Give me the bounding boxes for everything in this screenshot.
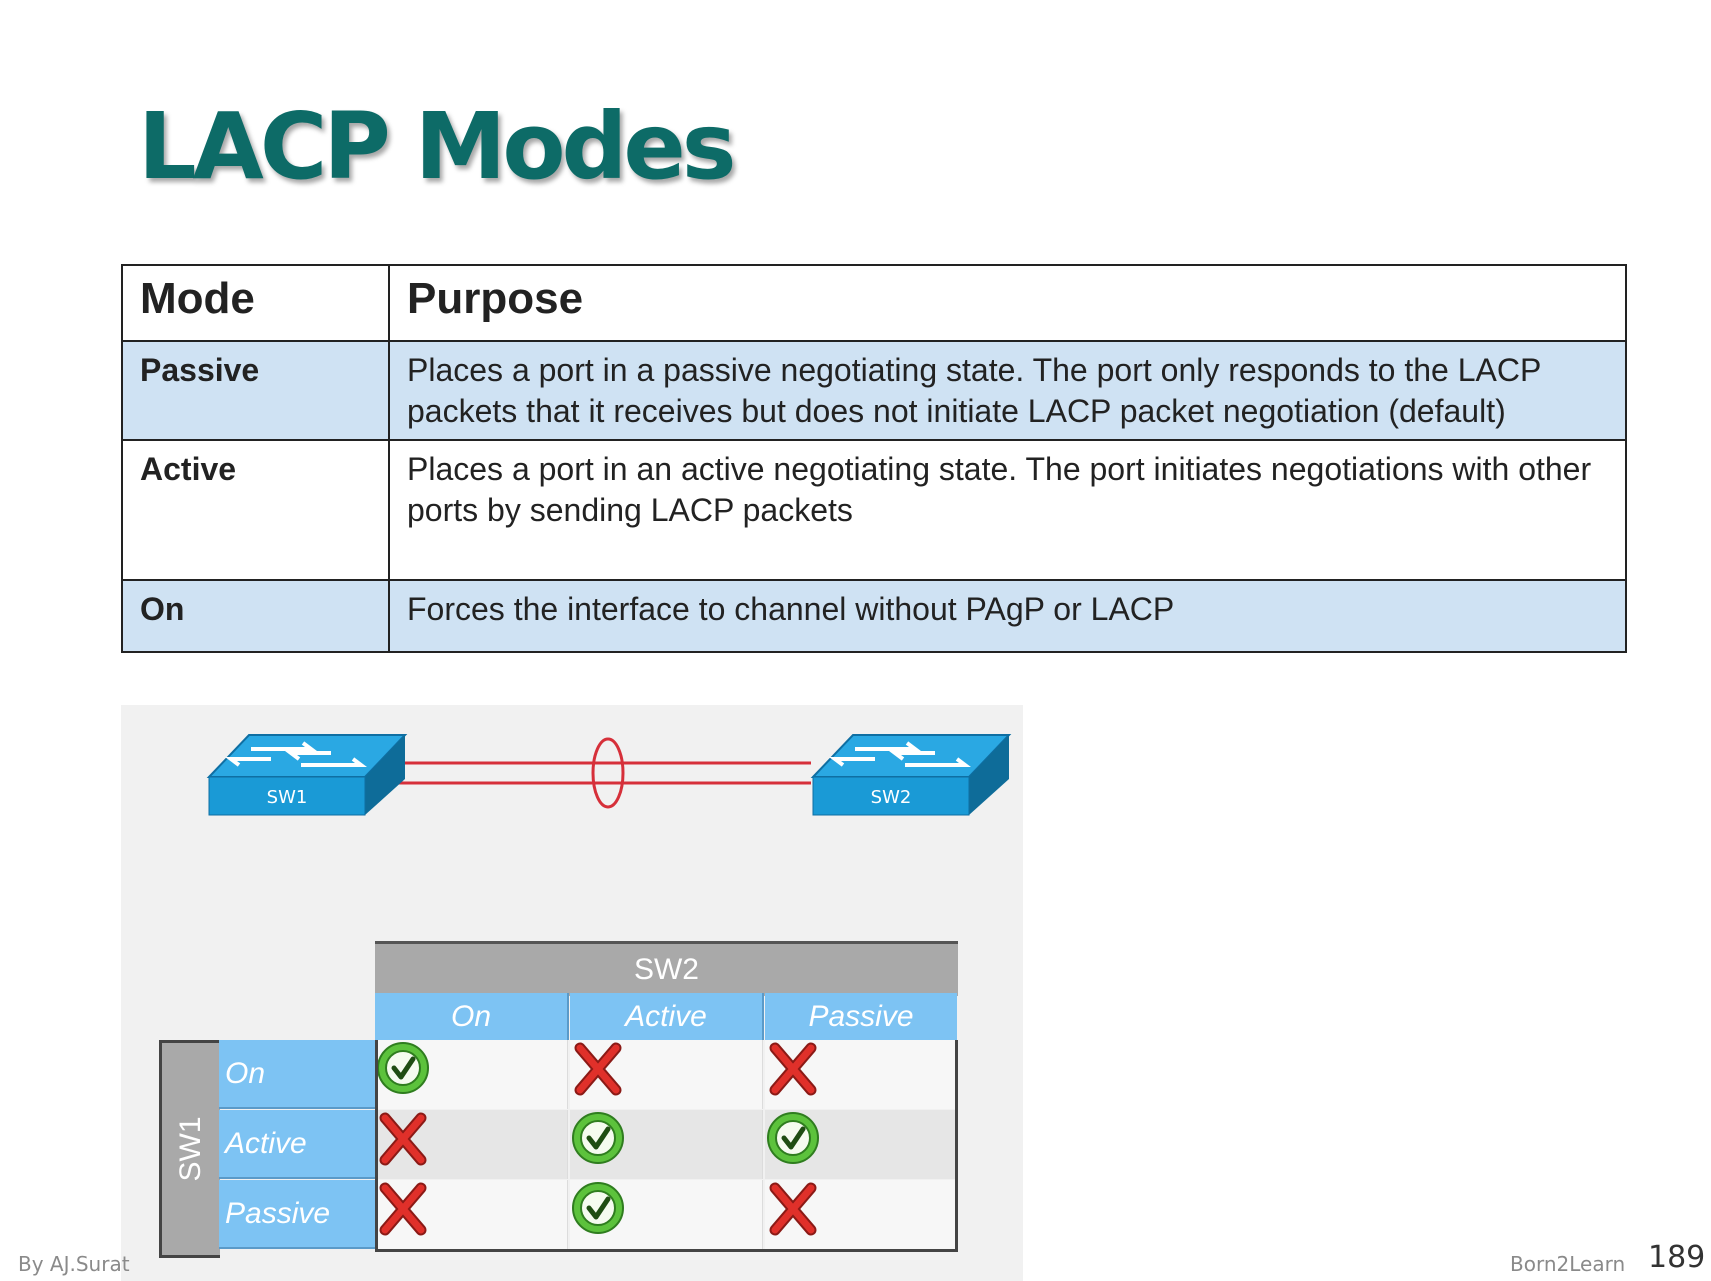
matrix-row-group-header: SW1 xyxy=(159,1040,220,1258)
purpose-cell: Places a port in an active negotiating s… xyxy=(388,439,1627,581)
footer-author: By AJ.Surat xyxy=(18,1252,130,1276)
matrix-cell xyxy=(765,1180,958,1249)
etherchannel-bundle-icon xyxy=(591,737,625,809)
cross-icon xyxy=(769,1042,817,1096)
page-number: 189 xyxy=(1648,1240,1706,1275)
footer-brand: Born2Learn xyxy=(1510,1252,1626,1276)
lacp-compatibility-diagram: SW1 SW2 SW2 On Active Passive SW1 On Act… xyxy=(121,705,1023,1281)
matrix-cell xyxy=(375,1040,568,1109)
mode-cell: Active xyxy=(121,439,390,581)
check-icon xyxy=(767,1112,819,1164)
matrix-row-header: Passive xyxy=(219,1180,375,1249)
matrix-column-header: On xyxy=(375,993,569,1040)
header-purpose: Purpose xyxy=(388,264,1627,342)
matrix-row-header: Active xyxy=(219,1110,375,1179)
matrix-cell xyxy=(375,1110,568,1179)
mode-cell: On xyxy=(121,579,390,653)
matrix-cell xyxy=(570,1180,763,1249)
table-header-row: Mode Purpose xyxy=(121,264,1627,342)
matrix-cell xyxy=(570,1040,763,1109)
matrix-cell xyxy=(375,1180,568,1249)
cross-icon xyxy=(379,1112,427,1166)
matrix-cell xyxy=(570,1110,763,1179)
check-icon xyxy=(377,1042,429,1094)
table-row: On Forces the interface to channel witho… xyxy=(121,579,1627,653)
header-mode: Mode xyxy=(121,264,390,342)
switch-label: SW2 xyxy=(871,787,912,808)
switch-icon: SW1 xyxy=(206,734,408,816)
matrix-row-group-label: SW1 xyxy=(174,1116,207,1182)
switch-label: SW1 xyxy=(267,787,308,808)
cross-icon xyxy=(379,1182,427,1236)
matrix-column-group-header: SW2 xyxy=(375,941,958,996)
table-row: Active Places a port in an active negoti… xyxy=(121,439,1627,581)
switch-icon: SW2 xyxy=(810,734,1012,816)
check-icon xyxy=(572,1182,624,1234)
table-row: Passive Places a port in a passive negot… xyxy=(121,340,1627,441)
slide-title: LACP Modes xyxy=(138,93,737,200)
cross-icon xyxy=(574,1042,622,1096)
lacp-modes-table: Mode Purpose Passive Places a port in a … xyxy=(121,264,1627,653)
topology-graphic: SW1 SW2 xyxy=(206,734,1012,816)
purpose-cell: Forces the interface to channel without … xyxy=(388,579,1627,653)
mode-cell: Passive xyxy=(121,340,390,441)
purpose-cell: Places a port in a passive negotiating s… xyxy=(388,340,1627,441)
matrix-row-header: On xyxy=(219,1040,375,1109)
matrix-column-header: Passive xyxy=(765,993,957,1040)
matrix-column-header: Active xyxy=(570,993,764,1040)
cross-icon xyxy=(769,1182,817,1236)
check-icon xyxy=(572,1112,624,1164)
matrix-cell xyxy=(765,1040,958,1109)
matrix-cell xyxy=(765,1110,958,1179)
